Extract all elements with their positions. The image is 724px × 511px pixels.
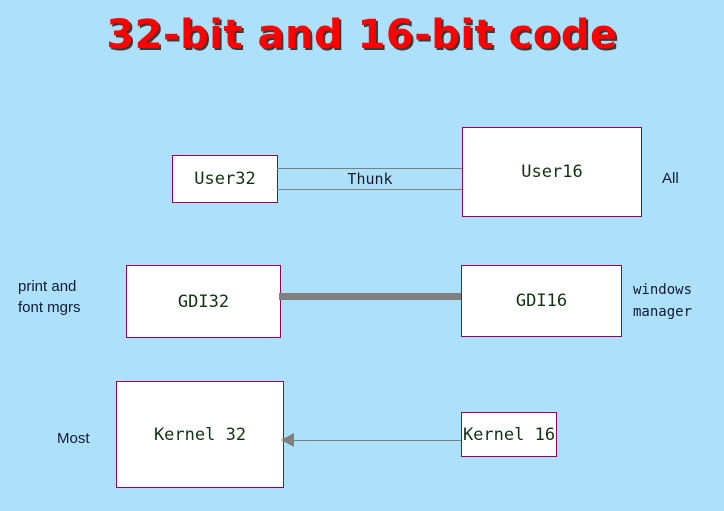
gdi-thick-connector-bar [279,293,463,300]
annotation-windows-manager: windows manager [633,282,693,320]
box-kernel32-label: Kernel 32 [153,424,247,445]
box-gdi16[interactable]: GDI16 [461,265,622,337]
box-kernel16[interactable]: Kernel 16 [461,412,557,457]
thunk-connector-line-bottom [277,189,463,190]
annotation-print-and-font-mgrs: print and font mgrs [18,278,81,316]
annotation-all: All [662,170,679,187]
page-title: 32-bit and 16-bit code [106,12,618,58]
box-kernel32[interactable]: Kernel 32 [116,381,284,488]
box-user32-label: User32 [194,169,256,189]
box-user16[interactable]: User16 [462,127,642,217]
annotation-most: Most [57,430,90,447]
kernel-arrow-line [292,440,462,441]
box-kernel16-label: Kernel 16 [462,424,556,445]
kernel-arrow-head-icon [281,433,294,447]
thunk-connector-line-top [277,168,463,169]
box-gdi16-label: GDI16 [515,291,568,311]
box-gdi32[interactable]: GDI32 [126,265,281,338]
thunk-connector-label: Thunk [347,170,393,188]
box-gdi32-label: GDI32 [177,291,230,312]
box-user16-label: User16 [521,162,583,182]
box-user32[interactable]: User32 [172,155,278,203]
